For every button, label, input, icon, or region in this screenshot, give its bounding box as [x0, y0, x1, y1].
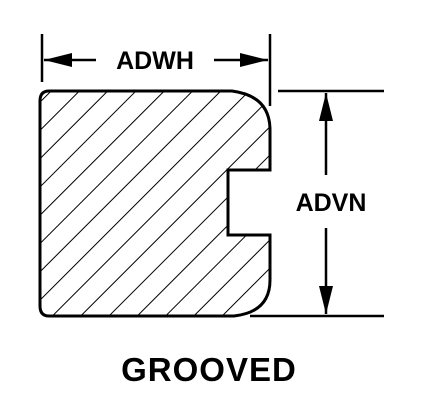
height-dimension-label: ADVN — [296, 189, 367, 217]
width-dimension: ADWH — [40, 34, 272, 106]
grooved-profile-section — [38, 89, 272, 318]
height-arrowhead-bottom — [319, 286, 333, 314]
height-dimension: ADVN — [250, 89, 384, 318]
diagram-caption: GROOVED — [121, 351, 297, 388]
width-arrowhead-left — [44, 53, 72, 67]
height-arrowhead-top — [319, 93, 333, 121]
width-dimension-label: ADWH — [116, 47, 194, 75]
width-arrowhead-right — [240, 53, 268, 67]
